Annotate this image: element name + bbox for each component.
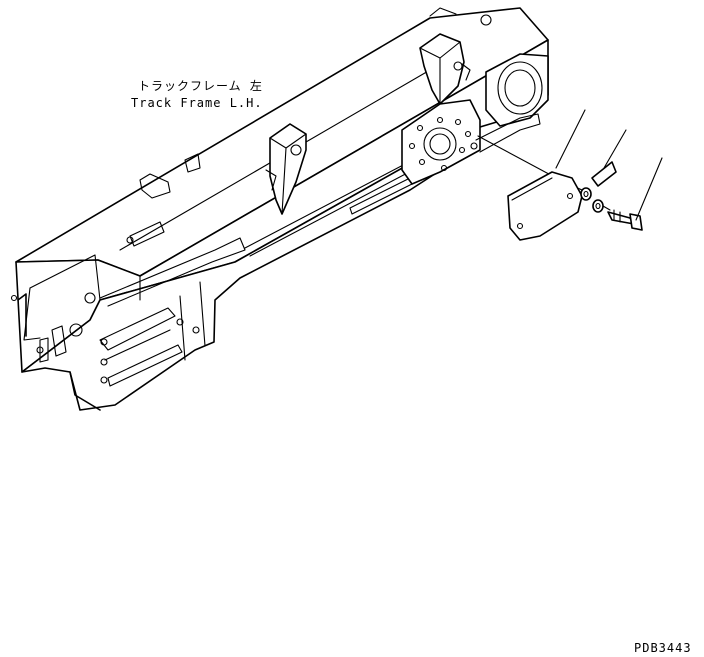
callout-tag — [591, 129, 627, 187]
part-name-en-label: Track Frame L.H. — [131, 96, 263, 110]
center-bracket — [265, 123, 307, 215]
lock-washer — [580, 187, 592, 201]
rear-mounting-flange — [401, 99, 481, 185]
cover-plate — [507, 109, 586, 241]
part-name-jp-label: トラックフレーム 左 — [138, 78, 263, 93]
rear-end-housing — [470, 53, 549, 153]
hex-bolt — [607, 157, 663, 231]
flat-washer — [592, 199, 604, 213]
rear-bracket — [419, 7, 492, 105]
drawing-number-label: PDB3443 — [634, 641, 692, 655]
exploded-hardware — [477, 109, 663, 241]
